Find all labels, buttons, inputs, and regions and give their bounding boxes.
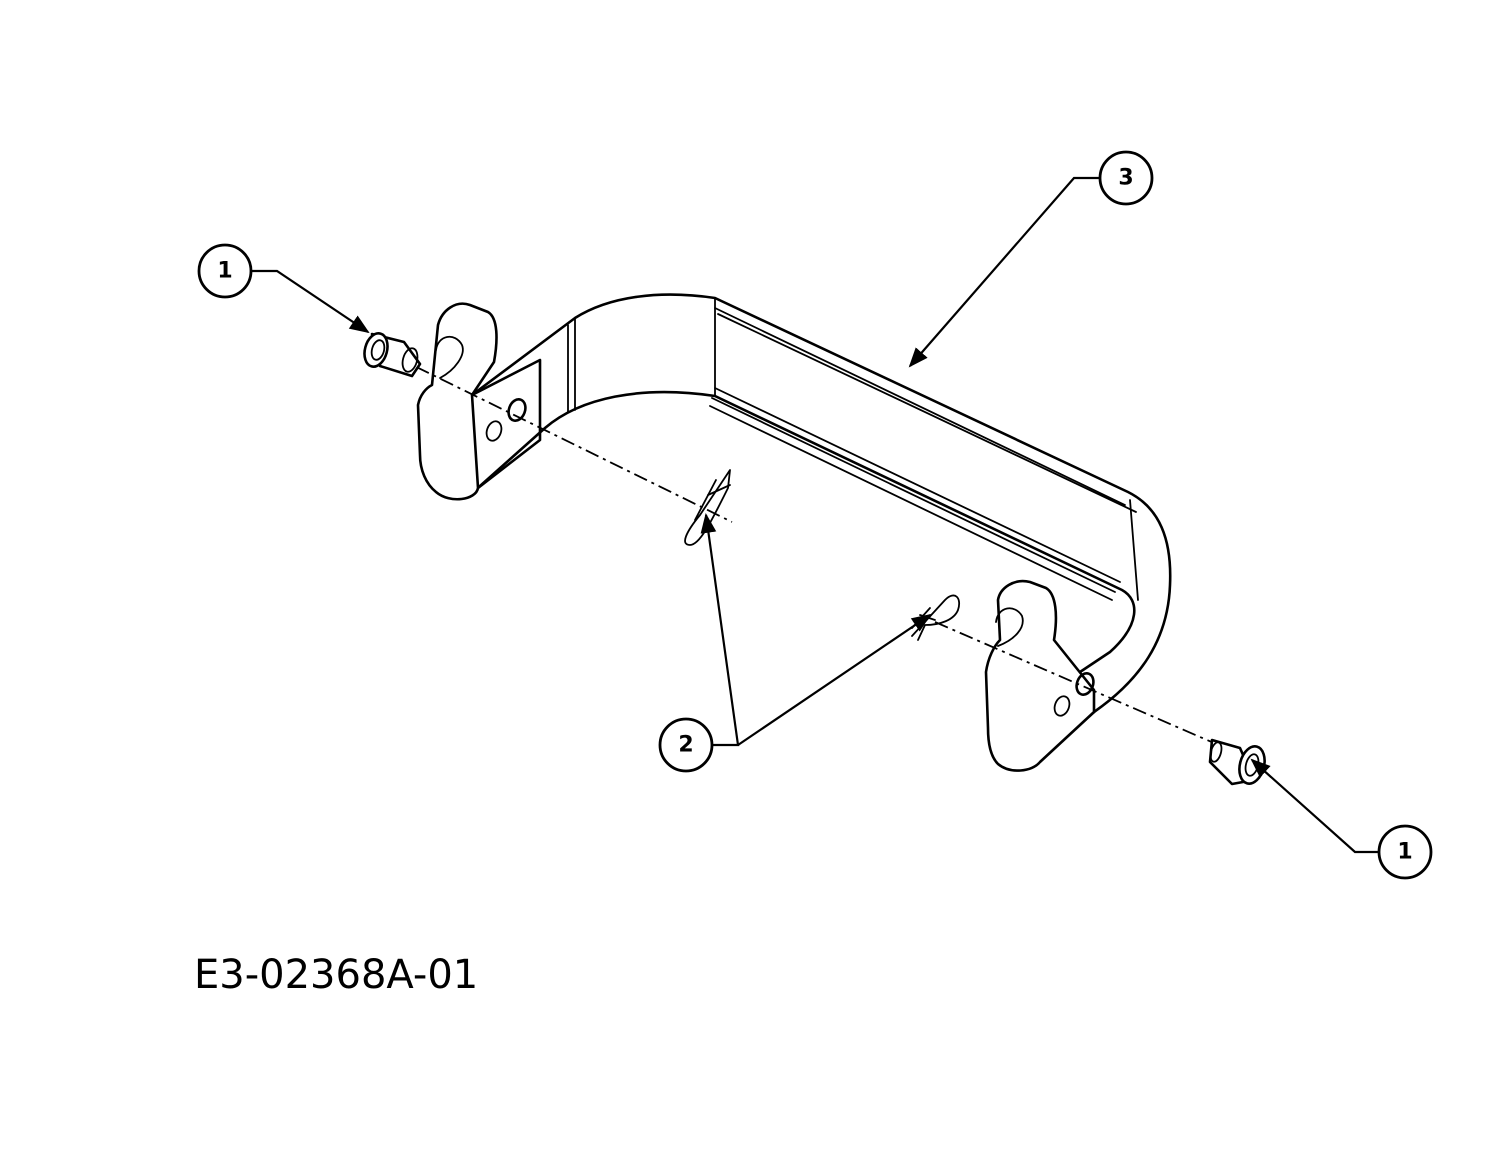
hairpin-clip-right bbox=[911, 594, 960, 641]
leader-callout-1-right bbox=[1250, 758, 1379, 854]
left-ear-slot bbox=[435, 336, 464, 379]
callout-1-left-number: 1 bbox=[217, 259, 232, 284]
callout-2-number: 2 bbox=[678, 733, 693, 758]
right-ear-hole-2 bbox=[1075, 672, 1095, 696]
centerline-left bbox=[391, 354, 733, 523]
left-ear-plate bbox=[416, 302, 498, 501]
bracket-left-flange-side bbox=[470, 358, 542, 490]
right-ear-slot bbox=[995, 607, 1024, 647]
left-ear-hole-1 bbox=[485, 420, 503, 442]
bracket-rib-bottom bbox=[709, 387, 1121, 601]
left-ear-hole-2 bbox=[507, 398, 527, 422]
callout-3: 3 bbox=[1098, 150, 1154, 206]
callout-1-right-number: 1 bbox=[1397, 840, 1412, 865]
leader-callout-1-left bbox=[251, 269, 370, 334]
right-ear-hole-1 bbox=[1053, 695, 1071, 717]
leader-callout-2-a bbox=[700, 513, 740, 747]
drawing-number: E3-02368A-01 bbox=[194, 952, 479, 998]
bracket-rib-top bbox=[714, 307, 1137, 513]
bracket-inner-edge bbox=[478, 390, 1136, 694]
bracket-outer-edge bbox=[470, 293, 1172, 714]
leader-callout-3 bbox=[908, 176, 1100, 368]
pin-right bbox=[1208, 738, 1266, 786]
callout-1-left: 1 bbox=[197, 243, 253, 299]
hairpin-clip-left bbox=[684, 469, 731, 546]
callout-3-number: 3 bbox=[1118, 166, 1133, 191]
pin-left bbox=[363, 332, 422, 378]
leader-callout-2-b bbox=[737, 613, 932, 746]
bracket-inner-vertical-left bbox=[567, 297, 716, 413]
bracket-part bbox=[416, 293, 1172, 772]
bracket-inner-vertical-right bbox=[1129, 499, 1139, 601]
callout-1-right: 1 bbox=[1377, 824, 1433, 880]
right-ear-plate bbox=[984, 579, 1096, 772]
callout-2: 2 bbox=[658, 717, 714, 773]
